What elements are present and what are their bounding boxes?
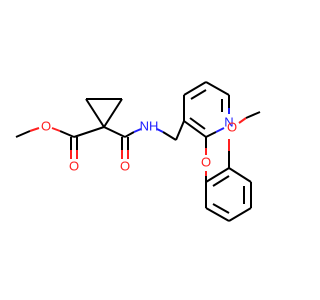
bond-cp2 — [103, 98, 123, 128]
bond-py-inner-3 — [189, 117, 206, 130]
bond-py-c5-c6 — [205, 81, 230, 96]
atom-o-ester-single: O — [41, 118, 51, 133]
atom-o-methoxy: O — [227, 119, 237, 134]
bond-ph-c4-c5 — [228, 207, 252, 222]
bond-cq-c-ester — [73, 126, 105, 138]
atom-n-pyridine: N — [224, 114, 233, 129]
bond-cq-c-amide — [103, 126, 126, 138]
molecule-diagram: O O O NH N O O — [15, 81, 261, 222]
structure-canvas: O O O NH N O O — [15, 81, 261, 222]
bond-c-ester-o-single-a — [59, 130, 75, 138]
bond-c-amide-n-a — [124, 131, 135, 138]
bond-o-single-methyl-b — [15, 130, 31, 138]
bond-ph-inner-3 — [212, 203, 230, 214]
bond-cp1 — [85, 98, 105, 128]
bond-n-ch2-b — [162, 131, 177, 141]
atom-nh-amide: NH — [140, 118, 159, 133]
bond-c-amide-n-b — [133, 128, 142, 133]
bond-n-ch2-a — [156, 128, 164, 133]
atom-o-aryl-ether: O — [201, 154, 211, 169]
bond-ph-c5-c6 — [205, 207, 230, 222]
bond-py-inner-1 — [190, 89, 207, 100]
atom-o-amide: O — [120, 158, 130, 173]
bond-o-methyl-a — [238, 117, 247, 124]
bond-py-n-c2-b — [205, 131, 217, 138]
bond-py-c4-c5 — [183, 81, 207, 96]
bond-ph-inner-1 — [212, 175, 230, 187]
bond-o-methyl-b — [245, 111, 261, 119]
bond-c-ester-o-single-b — [51, 127, 61, 132]
bond-ph-c2-c3 — [228, 167, 252, 183]
bond-o-single-methyl-a — [29, 127, 40, 132]
bond-ph-c1-c2 — [205, 167, 230, 183]
bond-py-c2-c3 — [183, 120, 207, 138]
bond-ch2-pyridine — [175, 120, 185, 141]
atom-o-ester-carbonyl: O — [69, 158, 79, 173]
bond-py-n-c2-a — [215, 127, 225, 133]
